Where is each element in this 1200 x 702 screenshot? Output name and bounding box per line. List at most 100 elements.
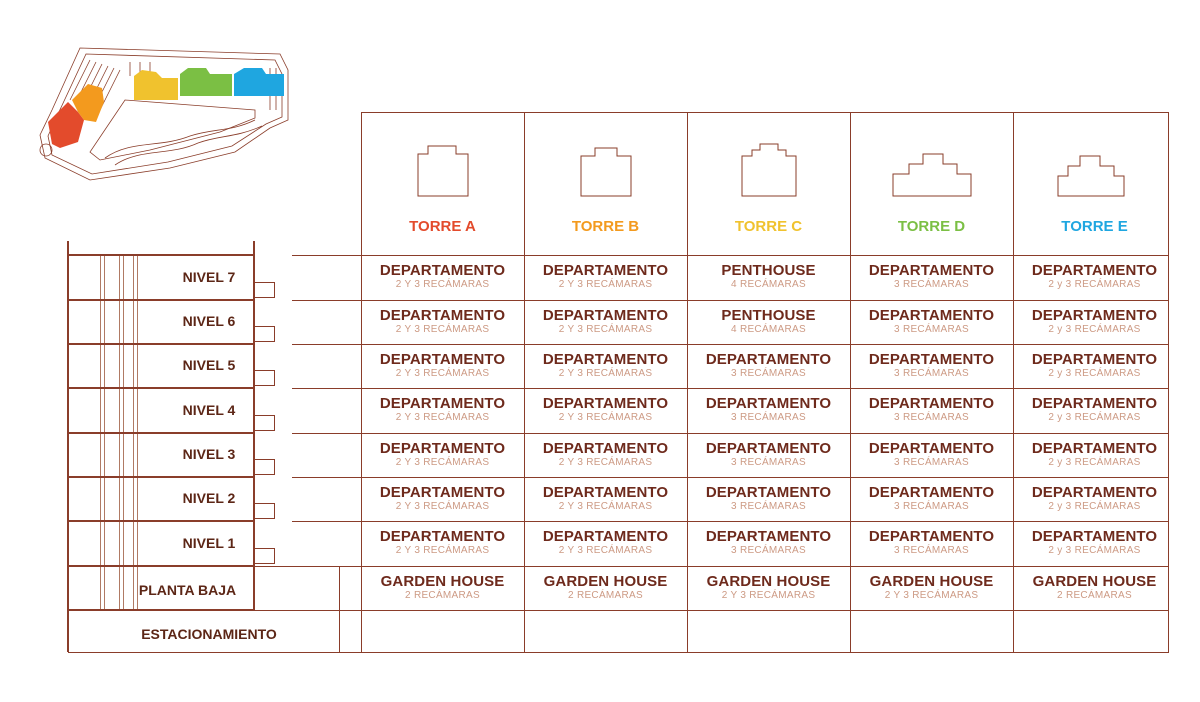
unit-rooms: 3 RECÁMARAS — [731, 412, 806, 423]
floor-slab — [68, 299, 254, 301]
grid-col-line — [361, 112, 362, 652]
balcony — [253, 370, 275, 386]
unit-type: DEPARTAMENTO — [705, 440, 832, 457]
balcony — [253, 548, 275, 564]
balcony — [253, 459, 275, 475]
unit-type: GARDEN HOUSE — [1032, 573, 1157, 590]
grid-col-line — [850, 112, 851, 652]
grid-row-line — [292, 521, 1169, 522]
grid-col-line — [687, 112, 688, 652]
unit-rooms: 3 RECÁMARAS — [894, 324, 969, 335]
unit-type: DEPARTAMENTO — [542, 262, 669, 279]
unit-rooms: 2 Y 3 RECÁMARAS — [884, 590, 979, 601]
tower-a-label: TORRE A — [409, 218, 476, 235]
unit-rooms: 2 Y 3 RECÁMARAS — [395, 368, 490, 379]
unit-rooms: 2 Y 3 RECÁMARAS — [395, 324, 490, 335]
level-label: NIVEL 7 — [182, 268, 236, 285]
unit-type: PENTHOUSE — [721, 262, 816, 279]
unit-rooms: 2 Y 3 RECÁMARAS — [395, 457, 490, 468]
parking-top-line — [68, 610, 340, 611]
unit-type: DEPARTAMENTO — [1031, 395, 1158, 412]
unit-rooms: 2 y 3 RECÁMARAS — [1048, 412, 1141, 423]
level-label: NIVEL 5 — [182, 357, 236, 373]
floor-slab — [68, 254, 254, 256]
unit-rooms: 2 Y 3 RECÁMARAS — [395, 412, 490, 423]
unit-rooms: 3 RECÁMARAS — [894, 279, 969, 290]
unit-type: DEPARTAMENTO — [542, 351, 669, 368]
unit-type: DEPARTAMENTO — [868, 307, 995, 324]
ground-extension-line — [339, 566, 340, 652]
unit-type: PENTHOUSE — [721, 307, 816, 324]
unit-rooms: 3 RECÁMARAS — [731, 545, 806, 556]
unit-type: DEPARTAMENTO — [542, 484, 669, 501]
unit-rooms: 2 Y 3 RECÁMARAS — [558, 279, 653, 290]
unit-type: DEPARTAMENTO — [379, 484, 506, 501]
grid-col-line — [1168, 112, 1169, 652]
unit-type: DEPARTAMENTO — [1031, 262, 1158, 279]
tower-b-label: TORRE B — [571, 218, 640, 235]
unit-rooms: 3 RECÁMARAS — [894, 412, 969, 423]
unit-type: DEPARTAMENTO — [1031, 528, 1158, 545]
unit-rooms: 2 y 3 RECÁMARAS — [1048, 324, 1141, 335]
unit-type: DEPARTAMENTO — [705, 351, 832, 368]
tower-d-outline-icon — [892, 153, 971, 197]
unit-type: DEPARTAMENTO — [379, 351, 506, 368]
unit-type: DEPARTAMENTO — [1031, 307, 1158, 324]
unit-type: DEPARTAMENTO — [705, 484, 832, 501]
unit-type: DEPARTAMENTO — [868, 484, 995, 501]
unit-type: DEPARTAMENTO — [868, 395, 995, 412]
unit-type: DEPARTAMENTO — [379, 395, 506, 412]
floor-slab — [68, 476, 254, 478]
unit-type: DEPARTAMENTO — [379, 262, 506, 279]
floor-slab — [68, 432, 254, 434]
level-label: NIVEL 2 — [182, 490, 236, 506]
unit-rooms: 2 Y 3 RECÁMARAS — [558, 412, 653, 423]
tower-e-label: TORRE E — [1061, 218, 1128, 235]
ground-extension-line — [253, 566, 340, 567]
level-label: NIVEL 6 — [182, 313, 236, 329]
unit-rooms: 2 y 3 RECÁMARAS — [1048, 545, 1141, 556]
tower-e-outline-icon — [1057, 155, 1124, 197]
tower-d-label: TORRE D — [897, 218, 966, 235]
grid-top-line — [361, 112, 1169, 113]
unit-type: DEPARTAMENTO — [542, 440, 669, 457]
unit-rooms: 2 Y 3 RECÁMARAS — [721, 590, 816, 601]
unit-type: GARDEN HOUSE — [869, 573, 994, 590]
floor-slab — [68, 387, 254, 389]
unit-rooms: 3 RECÁMARAS — [894, 545, 969, 556]
building-wall — [253, 241, 255, 610]
unit-rooms: 2 RECÁMARAS — [405, 590, 480, 601]
grid-col-line — [1013, 112, 1014, 652]
site-plan-map — [39, 47, 289, 181]
unit-type: DEPARTAMENTO — [379, 307, 506, 324]
grid-row-line — [292, 433, 1169, 434]
tower-c-label: TORRE C — [734, 218, 803, 235]
unit-rooms: 2 Y 3 RECÁMARAS — [395, 545, 490, 556]
balcony — [253, 415, 275, 431]
unit-type: DEPARTAMENTO — [868, 440, 995, 457]
unit-type: DEPARTAMENTO — [868, 262, 995, 279]
unit-rooms: 2 Y 3 RECÁMARAS — [558, 368, 653, 379]
